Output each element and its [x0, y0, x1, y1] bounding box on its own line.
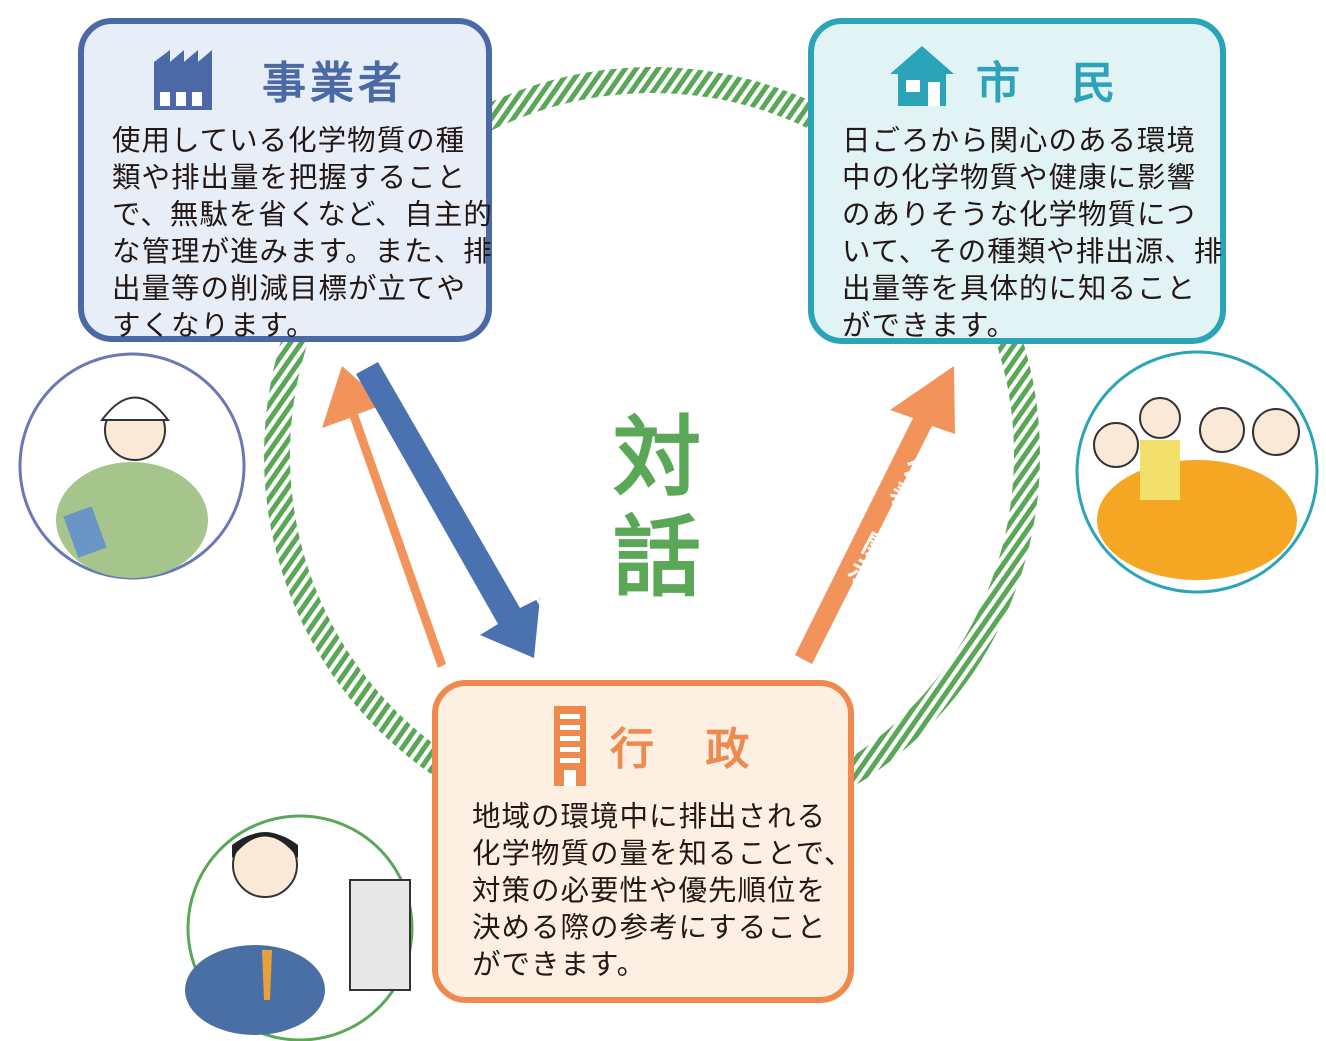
admin-title: 行 政 — [610, 724, 768, 775]
business-description: 使用している化学物質の種 類や排出量を把握すること で、無駄を省くなど、自主的 … — [112, 124, 493, 342]
worker-illustration — [18, 352, 246, 580]
arrow-disclosure-left — [322, 366, 446, 668]
dialogue-title: 対 話 — [612, 406, 731, 609]
family-illustration — [1075, 350, 1319, 594]
citizen-description: 日ごろから関心のある環境 中の化学物質や健康に影響 のありそうな化学物質につ い… — [842, 124, 1224, 342]
arrow-disclosure-right — [795, 366, 955, 664]
admin-description: 地域の環境中に排出される 化学物質の量を知ることで、 対策の必要性や優先順位を … — [472, 800, 854, 981]
citizen-title: 市 民 — [976, 58, 1134, 109]
officer-illustration — [185, 814, 414, 1041]
house-icon — [890, 46, 954, 106]
business-card: 事業者 使用している化学物質の種 類や排出量を把握すること で、無駄を省くなど、… — [78, 18, 492, 342]
factory-icon — [154, 50, 212, 110]
citizen-card: 市 民 日ごろから関心のある環境 中の化学物質や健康に影響 のありそうな化学物質… — [808, 18, 1226, 344]
business-title: 事業者 — [262, 58, 406, 109]
administration-card: 行 政 地域の環境中に排出される 化学物質の量を知ることで、 対策の必要性や優先… — [432, 680, 854, 1003]
arrow-report — [356, 362, 540, 658]
building-icon — [554, 706, 586, 786]
